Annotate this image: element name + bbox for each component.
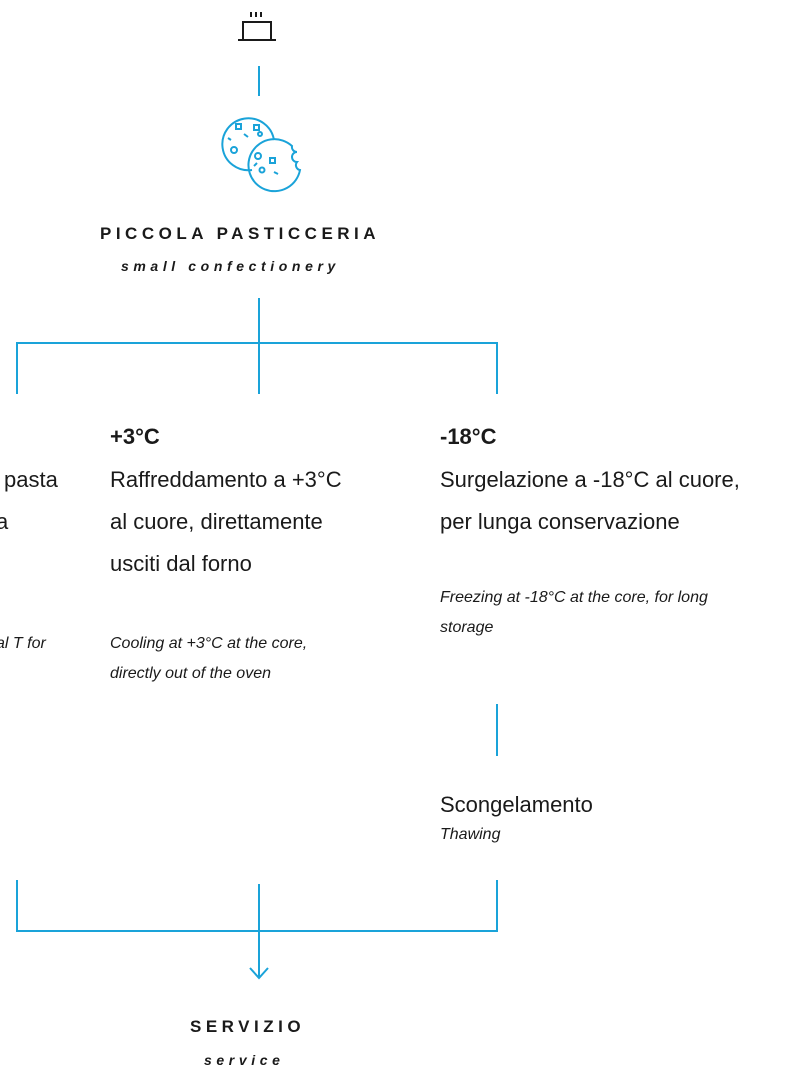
connector-right-thaw	[496, 704, 498, 756]
middle-desc-line-3: usciti dal forno	[110, 551, 252, 576]
category-subtitle: small confectionery	[121, 258, 340, 274]
middle-note-line-2: directly out of the oven	[110, 665, 271, 682]
left-desc-line-1: pasta	[4, 467, 58, 492]
branch-horizontal-top	[16, 342, 498, 344]
right-temperature: -18°C	[440, 424, 497, 449]
middle-note-line-1: Cooling at +3°C at the core,	[110, 635, 308, 652]
merge-center-bottom	[258, 884, 260, 978]
connector-top	[258, 66, 260, 96]
left-desc-line-2: a	[0, 509, 9, 534]
left-note-line-1: al T for	[0, 635, 46, 652]
branch-left-top	[16, 342, 18, 394]
cookies-icon	[214, 112, 306, 196]
merge-left-bottom	[16, 880, 18, 932]
right-note-line-1: Freezing at -18°C at the core, for long	[440, 589, 708, 606]
right-desc-line-2: per lunga conservazione	[440, 509, 680, 534]
middle-desc-line-2: al cuore, direttamente	[110, 509, 323, 534]
service-subtitle: service	[204, 1052, 285, 1068]
thawing-subtitle: Thawing	[440, 826, 501, 843]
middle-temperature: +3°C	[110, 424, 160, 449]
service-title: SERVIZIO	[190, 1017, 306, 1036]
arrow-down-icon	[248, 964, 270, 982]
connector-to-branch	[258, 298, 260, 394]
merge-horizontal-bottom	[16, 930, 498, 932]
branch-right-top	[496, 342, 498, 394]
merge-right-bottom	[496, 880, 498, 932]
middle-desc-line-1: Raffreddamento a +3°C	[110, 467, 342, 492]
right-note-line-2: storage	[440, 619, 494, 636]
oven-tray-icon	[236, 8, 280, 46]
right-desc-line-1: Surgelazione a -18°C al cuore,	[440, 467, 740, 492]
category-title: PICCOLA PASTICCERIA	[100, 224, 381, 243]
thawing-title: Scongelamento	[440, 792, 593, 817]
